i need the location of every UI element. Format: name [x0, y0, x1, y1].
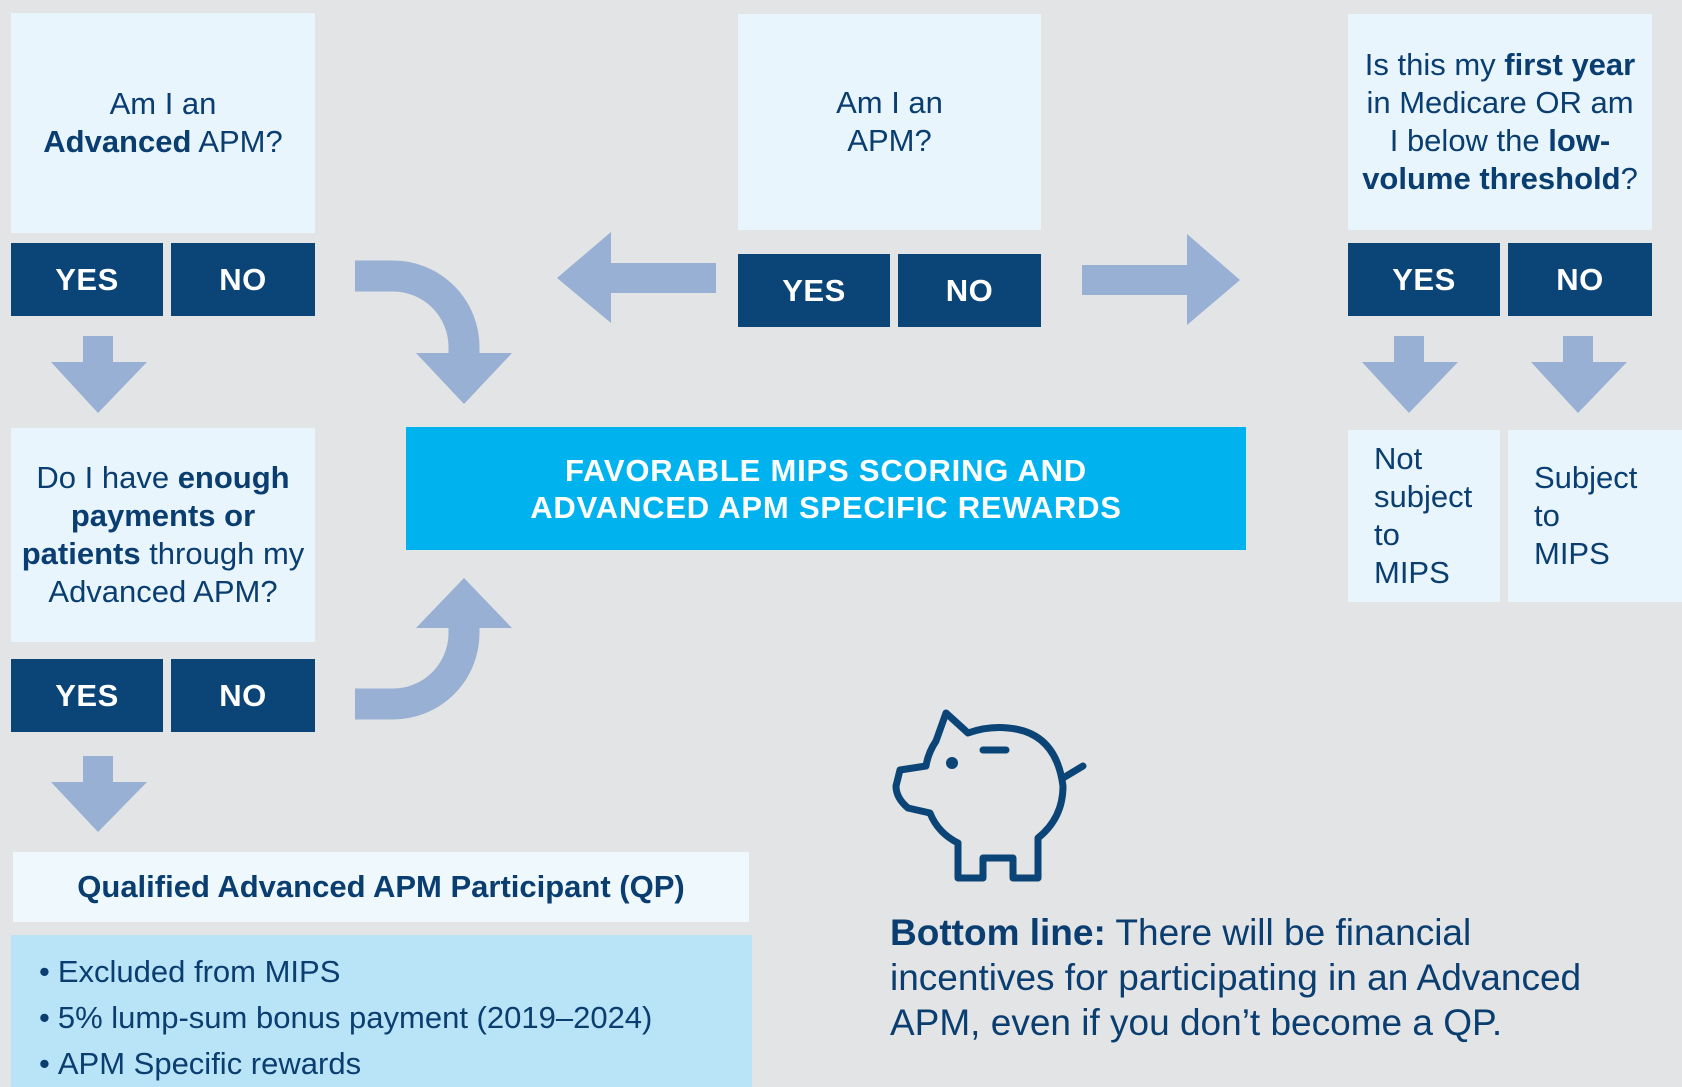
arrow-right-icon [1082, 234, 1240, 325]
question-line: Am I an [109, 86, 217, 121]
question-emphasis: low-volume threshold [1362, 123, 1621, 196]
arrow-down-icon [1531, 336, 1627, 413]
question-text-part: through my Advanced APM? [48, 536, 305, 609]
advanced-apm-yes-button[interactable]: YES [11, 243, 163, 316]
first-year-no-button[interactable]: NO [1508, 243, 1652, 316]
first-year-yes-button[interactable]: YES [1348, 243, 1500, 316]
arrow-down-icon [51, 336, 147, 413]
question-emphasis: first year [1504, 47, 1636, 82]
outcome-line: to [1534, 498, 1560, 533]
question-emphasis: Advanced [43, 124, 192, 159]
apm-no-button[interactable]: NO [898, 254, 1041, 327]
banner-line: ADVANCED APM SPECIFIC REWARDS [530, 489, 1122, 525]
question-line: Advanced APM? [43, 123, 283, 161]
bottom-line-body: There will be financial incentives for p… [890, 912, 1582, 1043]
bottom-line-text: Bottom line: There will be financial inc… [890, 910, 1590, 1045]
arrow-left-icon [557, 232, 716, 323]
outcome-line: to [1374, 517, 1400, 552]
list-item: Excluded from MIPS [39, 949, 752, 995]
question-text-part: Is this my [1364, 47, 1505, 82]
outcome-line: Not [1374, 441, 1423, 476]
curved-arrow-icon [355, 260, 512, 404]
question-text: Is this my first year in Medicare OR am … [1360, 46, 1640, 198]
outcome-line: Subject [1534, 460, 1638, 495]
advanced-apm-no-button[interactable]: NO [171, 243, 315, 316]
outcome-line: MIPS [1534, 536, 1610, 571]
qp-benefits-list: Excluded from MIPS 5% lump-sum bonus pay… [11, 935, 752, 1087]
outcome-line: MIPS [1374, 555, 1450, 590]
question-text: Do I have enough payments or patients th… [19, 459, 307, 611]
apm-yes-button[interactable]: YES [738, 254, 890, 327]
bottom-line-label: Bottom line: [890, 912, 1106, 953]
outcome-line: subject [1374, 479, 1473, 514]
qp-title: Qualified Advanced APM Participant (QP) [13, 852, 749, 922]
enough-payments-yes-button[interactable]: YES [11, 659, 163, 732]
banner-line: FAVORABLE MIPS SCORING AND [565, 452, 1087, 488]
favorable-mips-banner: FAVORABLE MIPS SCORING AND ADVANCED APM … [406, 427, 1246, 550]
question-advanced-apm: Am I an Advanced APM? [11, 13, 315, 233]
question-first-year-low-volume: Is this my first year in Medicare OR am … [1348, 14, 1652, 230]
question-apm: Am I an APM? [738, 14, 1041, 230]
question-text-part: ? [1620, 161, 1638, 196]
question-line: Am I an [836, 85, 943, 120]
enough-payments-no-button[interactable]: NO [171, 659, 315, 732]
outcome-not-subject-to-mips: Not subject to MIPS [1348, 430, 1500, 602]
question-line: APM? [847, 123, 932, 158]
piggy-bank-icon [892, 709, 1087, 882]
question-text-part: Do I have [36, 460, 178, 495]
list-item: APM Specific rewards [39, 1041, 752, 1087]
question-enough-payments: Do I have enough payments or patients th… [11, 428, 315, 642]
outcome-subject-to-mips: Subject to MIPS [1508, 430, 1682, 602]
list-item: 5% lump-sum bonus payment (2019–2024) [39, 995, 752, 1041]
question-text: APM? [191, 124, 283, 159]
question-text-part: in Medicare OR am I below the [1366, 85, 1634, 158]
arrow-down-icon [51, 756, 147, 832]
question-emphasis: enough payments or patients [21, 460, 290, 571]
arrow-down-icon [1362, 336, 1458, 413]
curved-arrow-icon [355, 578, 512, 720]
